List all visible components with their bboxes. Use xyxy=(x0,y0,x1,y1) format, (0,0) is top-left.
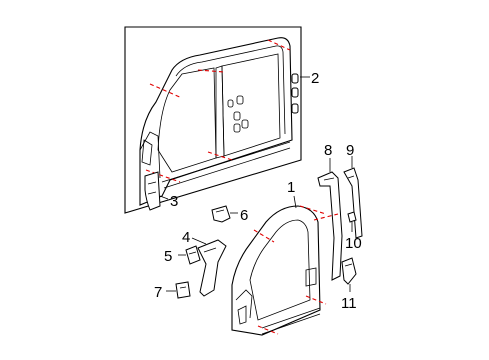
callout-9: 9 xyxy=(346,142,354,159)
callout-8: 8 xyxy=(324,142,332,159)
callout-2: 2 xyxy=(311,70,319,87)
part-11-bracket xyxy=(341,257,357,292)
part-2-clips xyxy=(291,73,310,114)
part-4-reinforcement xyxy=(191,237,227,297)
part-1-pillar-assembly xyxy=(231,195,327,336)
callout-5: 5 xyxy=(164,248,172,265)
callout-7: 7 xyxy=(154,284,162,301)
part-9-pillar xyxy=(343,156,363,239)
callout-1: 1 xyxy=(287,179,295,196)
part-8-pillar xyxy=(313,158,343,281)
side-panel-assembly-upper xyxy=(139,37,293,206)
callout-3: 3 xyxy=(170,193,178,210)
callout-6: 6 xyxy=(240,207,248,224)
part-7-plate xyxy=(166,281,191,299)
part-5-bracket xyxy=(178,245,201,265)
callout-11: 11 xyxy=(341,295,357,312)
part-3-bracket xyxy=(144,171,169,211)
part-10-clip xyxy=(347,211,357,232)
part-6-bracket xyxy=(211,205,238,223)
callout-4: 4 xyxy=(182,229,190,246)
callout-10: 10 xyxy=(345,235,362,252)
inset-frame xyxy=(124,26,302,214)
